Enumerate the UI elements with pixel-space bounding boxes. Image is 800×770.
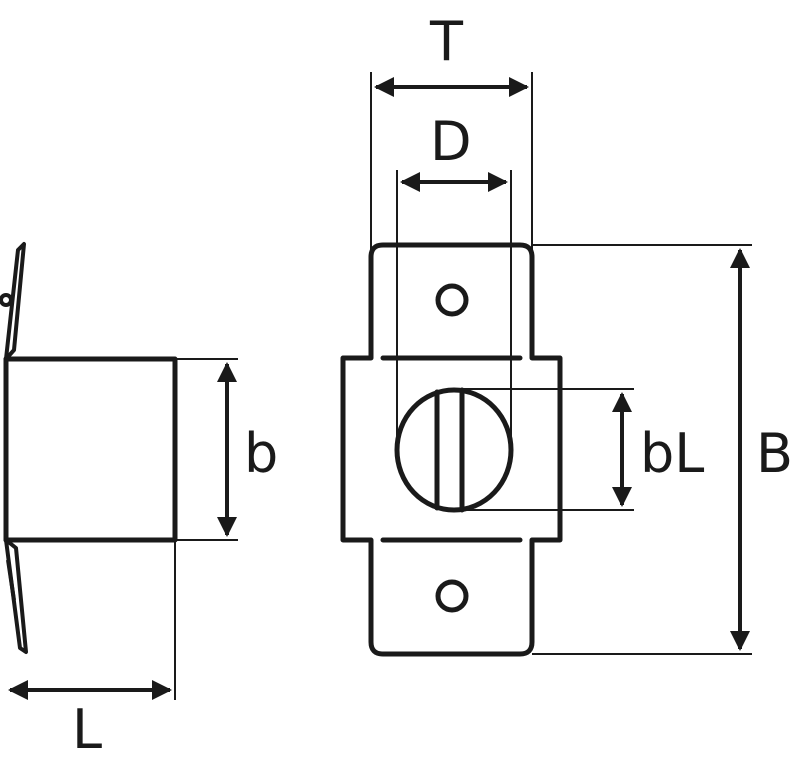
dimension-b: b (175, 358, 278, 541)
side-view (0, 242, 178, 654)
upper-mounting-hole (435, 283, 469, 317)
label-L: L (72, 698, 102, 761)
dimension-B: B (532, 244, 793, 655)
side-view-upper-spring (4, 242, 26, 361)
side-view-lower-spring-inner (6, 559, 16, 601)
label-b: b (244, 422, 278, 485)
front-view (340, 242, 563, 657)
label-B: B (756, 422, 793, 485)
dimension-D: D (396, 110, 512, 450)
dimension-bL: bL (454, 388, 704, 511)
side-view-body (3, 356, 178, 543)
dimension-L: L (8, 540, 176, 761)
label-D: D (430, 110, 472, 173)
lower-mounting-hole (435, 579, 469, 613)
side-view-lower-spring (4, 538, 28, 654)
front-view-outline (340, 242, 563, 657)
dimension-T: T (370, 10, 533, 258)
label-bL: bL (640, 422, 704, 485)
side-view-rivet (0, 293, 13, 307)
cylinder-body (394, 387, 514, 513)
label-T: T (429, 10, 464, 73)
